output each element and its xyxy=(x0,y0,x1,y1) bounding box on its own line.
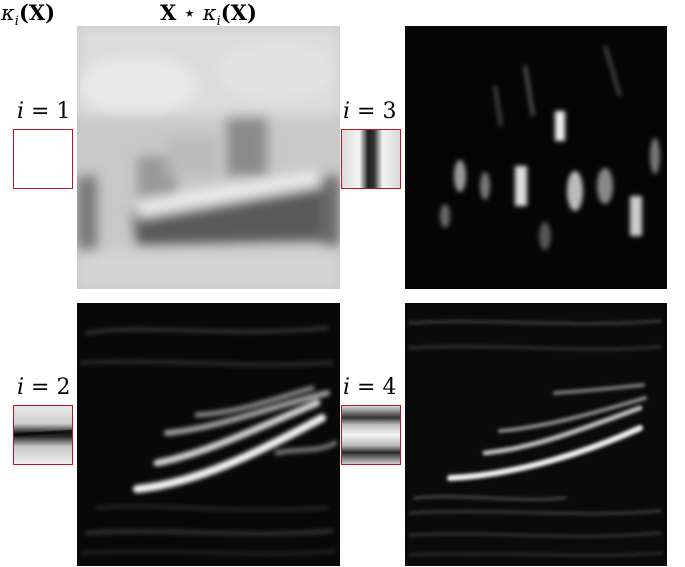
panel-2-index-label: i = 2 xyxy=(17,375,71,400)
response-4-image xyxy=(405,303,667,566)
response-3-image xyxy=(405,26,667,289)
convolution-column-header: X ⋆ κi(X) xyxy=(160,0,257,30)
kernel-4-image xyxy=(341,405,401,465)
kernel-3-image xyxy=(341,129,401,189)
panel-1-index-label: i = 1 xyxy=(17,99,71,124)
response-1-image xyxy=(77,26,340,289)
kernel-1-image xyxy=(13,129,73,189)
kernel-2-image xyxy=(13,405,73,465)
panel-3-index-label: i = 3 xyxy=(343,99,397,124)
response-2-image xyxy=(77,303,340,566)
kernel-column-header: κi(X) xyxy=(1,0,56,30)
panel-4-index-label: i = 4 xyxy=(343,375,397,400)
